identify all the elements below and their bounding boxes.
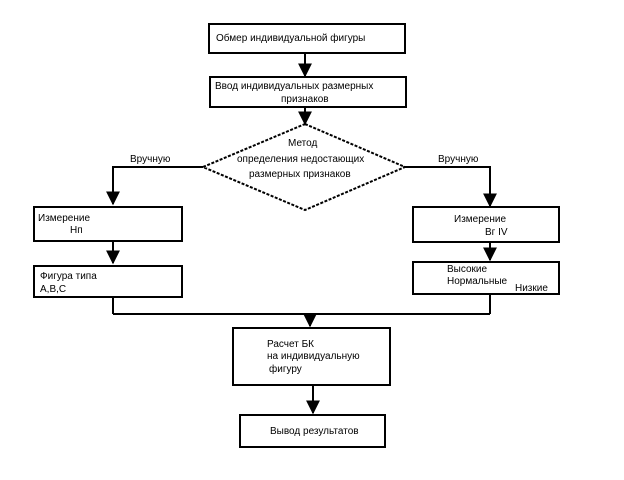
label-left-measure-line2: Нп [70,225,83,236]
label-measure-figure: Обмер индивидуальной фигуры [216,32,365,44]
label-figure-type-line1: Фигура типа [40,271,97,282]
edge-method-left [106,166,203,206]
edge-label-manual-right: Вручную [438,154,479,165]
box-calc [232,327,391,386]
node-method-decision: Метод определения недостающих размерных … [200,122,408,212]
diamond-method [200,122,408,212]
box-left-measure [33,206,183,242]
label-method-line2: определения недостающих [237,154,364,165]
node-output: Вывод результатов [239,414,386,448]
node-right-measure: Измерение Вг IV [412,206,560,243]
edge-method-right [403,166,497,208]
box-output [239,414,386,448]
box-right-measure [412,206,560,243]
label-output: Вывод результатов [270,426,359,437]
label-right-measure-line1: Измерение [454,214,506,225]
label-calc-line3: фигуру [269,363,302,375]
node-height-categories: Высокие Нормальные Низкие [412,261,560,295]
box-measure-figure [208,23,406,54]
node-figure-type: Фигура типа А,В,С [33,265,183,298]
label-height-low: Низкие [515,283,548,294]
label-input-line1: Ввод индивидуальных размерных [215,81,373,92]
label-right-measure-line2: Вг IV [485,227,508,238]
label-calc-line2: на индивидуальную [267,351,360,362]
label-left-measure-line1: Измерение [38,213,90,224]
label-height-high: Высокие [447,264,487,275]
node-left-measure: Измерение Нп [33,206,183,242]
label-method-line1: Метод [288,138,317,149]
box-height-categories [412,261,560,295]
box-figure-type [33,265,183,298]
label-method-line3: размерных признаков [249,169,351,180]
node-input-features: Ввод индивидуальных размерных признаков [209,76,407,108]
node-calc: Расчет БК на индивидуальную фигуру [232,327,391,386]
label-height-normal: Нормальные [447,276,508,287]
edge-label-manual-left: Вручную [130,154,171,165]
label-figure-type-line2: А,В,С [40,284,66,295]
label-input-line2: признаков [281,94,329,105]
node-measure-figure: Обмер индивидуальной фигуры [208,23,406,54]
label-calc-line1: Расчет БК [267,339,314,350]
box-input-features [209,76,407,108]
connectors [106,53,497,415]
